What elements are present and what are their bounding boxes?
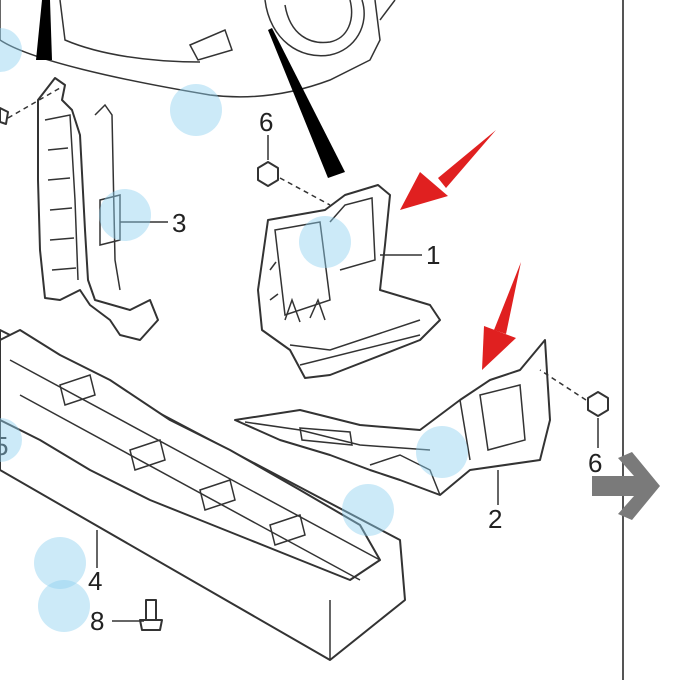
touch-marker — [416, 426, 468, 478]
touch-marker — [99, 189, 151, 241]
callout-1: 1 — [426, 240, 440, 270]
next-image-button[interactable] — [588, 440, 680, 532]
touch-marker — [170, 84, 222, 136]
touch-marker — [38, 580, 90, 632]
callout-5: 5 — [0, 431, 8, 461]
pointer-wedge-right — [268, 28, 345, 178]
part-1-upper-bracket — [257, 184, 441, 379]
callout-3: 3 — [172, 208, 186, 238]
callout-8: 8 — [90, 606, 104, 636]
touch-marker — [0, 418, 22, 462]
callout-6-right: 6 — [588, 448, 602, 478]
touch-markers — [0, 28, 468, 632]
chevron-right-arrow-icon — [592, 452, 660, 520]
bolt-icon-left-edge — [0, 87, 61, 125]
touch-marker — [34, 537, 86, 589]
vehicle-front-outline — [0, 0, 396, 98]
callout-2: 2 — [488, 504, 502, 534]
callout-4: 4 — [88, 566, 102, 596]
touch-marker — [342, 484, 394, 536]
part-3-side-bracket — [37, 77, 159, 341]
touch-marker — [0, 28, 22, 72]
callout-6-upper: 6 — [259, 107, 273, 137]
touch-marker — [299, 216, 351, 268]
red-pointer-arrow-icon-2 — [482, 262, 521, 370]
part-2-lower-bracket — [234, 339, 551, 496]
bolt-icon-8 — [139, 599, 163, 631]
bolt-icon-6-upper — [257, 161, 331, 206]
panel-divider — [622, 0, 624, 680]
part-4-lower-support — [0, 329, 406, 661]
bolt-icon-6-right — [539, 369, 609, 417]
pointer-wedge-left — [36, 0, 52, 60]
red-pointer-arrow-icon-1 — [400, 130, 496, 210]
